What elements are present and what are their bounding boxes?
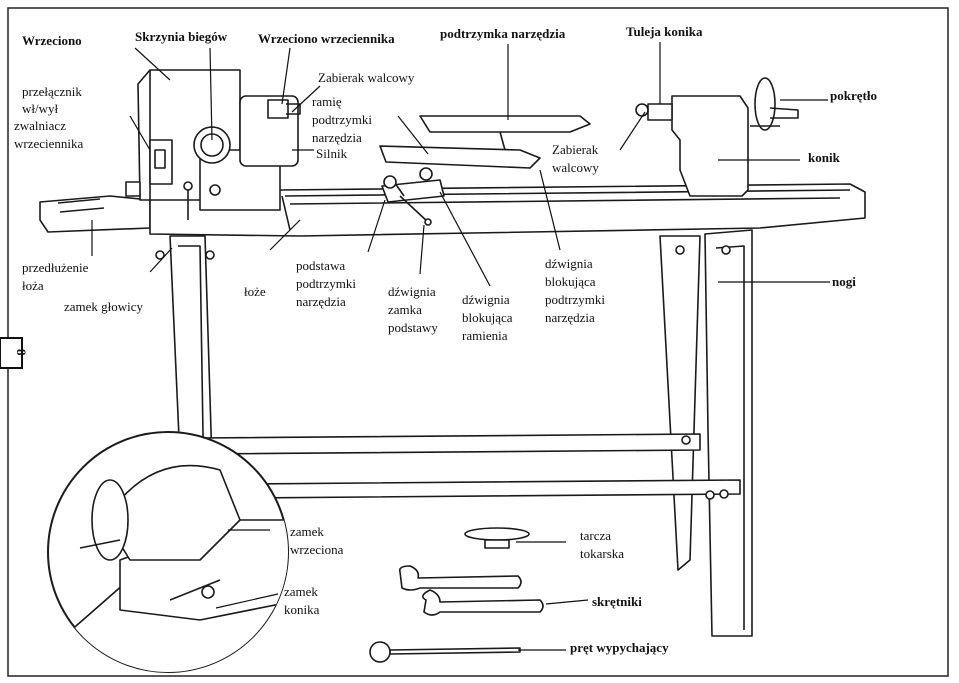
label-wrzeciono-wrzeciennika: Wrzeciono wrzeciennika xyxy=(258,31,395,46)
tailstock xyxy=(671,95,749,197)
label-ramie-1: ramię xyxy=(312,94,342,109)
leader-lines xyxy=(91,42,830,651)
label-pret: pręt wypychający xyxy=(570,640,669,655)
label-loze: łoże xyxy=(244,284,266,299)
label-nogi: nogi xyxy=(832,274,856,289)
label-dzwignia-zamka-1: dźwignia xyxy=(388,284,436,299)
label-dzwignia-podtrzymki-2: blokująca xyxy=(545,274,596,289)
label-skrzynia-biegow: Skrzynia biegów xyxy=(135,29,228,44)
label-przedluzenie-2: łoża xyxy=(22,278,44,293)
label-dzwignia-podtrzymki-3: podtrzymki xyxy=(545,292,605,307)
label-dzwignia-zamka-3: podstawy xyxy=(388,320,438,335)
knockout-bar-head xyxy=(369,641,391,663)
label-podtrzymka-narzedzia: podtrzymka narzędzia xyxy=(440,26,566,41)
label-tarcza-1: tarcza xyxy=(580,528,611,543)
label-podstawa-1: podstawa xyxy=(296,258,345,273)
label-tuleja-konika: Tuleja konika xyxy=(626,24,703,39)
label-przelacznik-3: zwalniacz xyxy=(14,118,66,133)
tool-rest-arm xyxy=(379,145,541,169)
faceplate xyxy=(464,527,530,541)
label-podstawa-3: narzędzia xyxy=(296,294,346,309)
label-wrzeciono: Wrzeciono xyxy=(22,33,82,48)
knockout-bar xyxy=(389,647,521,655)
handwheel xyxy=(754,77,776,131)
lathe-bed xyxy=(149,183,866,237)
label-dzwignia-ramienia-1: dźwignia xyxy=(462,292,510,307)
label-podstawa-2: podtrzymki xyxy=(296,276,356,291)
wrench-2 xyxy=(422,589,544,616)
label-zamek-wrzeciona-1: zamek xyxy=(290,524,324,539)
callout-labels: Wrzeciono Skrzynia biegów Wrzeciono wrze… xyxy=(14,24,877,655)
leg-right xyxy=(704,229,753,637)
label-zabierak-walcowy-top: Zabierak walcowy xyxy=(318,70,415,85)
label-zamek-glowicy: zamek głowicy xyxy=(64,299,144,314)
label-przelacznik-4: wrzeciennika xyxy=(14,136,84,151)
label-tarcza-2: tokarska xyxy=(580,546,624,561)
tool-rest xyxy=(419,115,591,133)
crossbar-upper xyxy=(199,433,701,455)
label-dzwignia-ramienia-2: blokująca xyxy=(462,310,513,325)
label-zamek-wrzeciona-2: wrzeciona xyxy=(290,542,344,557)
label-przelacznik-2: wł/wył xyxy=(22,101,59,116)
label-pokretlo: pokrętło xyxy=(830,88,877,103)
label-dzwignia-podtrzymki-1: dźwignia xyxy=(545,256,593,271)
label-silnik: Silnik xyxy=(316,146,348,161)
label-dzwignia-zamka-2: zamka xyxy=(388,302,422,317)
crossbar-lower xyxy=(239,479,741,499)
page-number: 8 xyxy=(14,349,29,356)
label-ramie-2: podtrzymki xyxy=(312,112,372,127)
leg-right-back xyxy=(659,235,701,571)
label-dzwignia-podtrzymki-4: narzędzia xyxy=(545,310,595,325)
label-zamek-konika-1: zamek xyxy=(284,584,318,599)
label-zabierak-walcowy-right-2: walcowy xyxy=(552,160,599,175)
label-kluczyki: skrętniki xyxy=(592,594,642,609)
label-przedluzenie-1: przedłużenie xyxy=(22,260,89,275)
label-zamek-konika-2: konika xyxy=(284,602,320,617)
bed-extension xyxy=(39,195,151,233)
label-zabierak-walcowy-right-1: Zabierak xyxy=(552,142,599,157)
lathe-drawing xyxy=(39,69,866,673)
wrench-1 xyxy=(398,565,522,591)
label-konik: konik xyxy=(808,150,841,165)
label-przelacznik-1: przełącznik xyxy=(22,84,82,99)
label-ramie-3: narzędzia xyxy=(312,130,362,145)
page-number-tab xyxy=(0,337,23,369)
label-dzwignia-ramienia-3: ramienia xyxy=(462,328,508,343)
